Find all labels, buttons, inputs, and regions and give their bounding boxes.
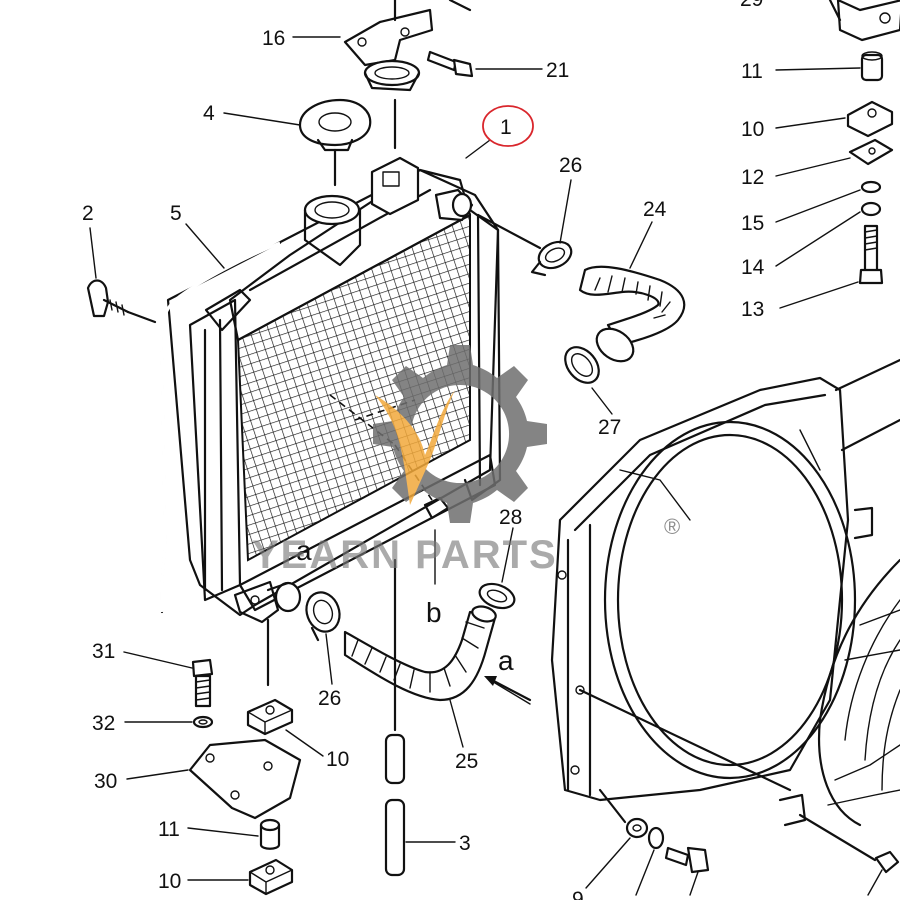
- label-a-upper: a: [296, 535, 312, 566]
- label-a-lower: a: [498, 645, 514, 676]
- highlight-circle: [482, 105, 534, 147]
- hardware-stack-right: [828, 0, 900, 285]
- flame-icon: [375, 390, 455, 505]
- label-12: 12: [741, 166, 764, 189]
- label-26-lower: 26: [318, 687, 341, 710]
- watermark-text: YEARN PARTS: [252, 533, 558, 577]
- label-30: 30: [94, 770, 117, 793]
- label-29: 29: [740, 0, 763, 11]
- label-1: 1: [500, 116, 512, 139]
- clamp-27: [564, 346, 600, 384]
- label-13: 13: [741, 298, 764, 321]
- label-10-lower: 10: [158, 870, 181, 893]
- label-27: 27: [598, 416, 621, 439]
- bolt-21: [426, 50, 474, 78]
- clamp-26-lower: [305, 591, 341, 642]
- fan-shroud: [550, 358, 900, 827]
- collar-11-a: [259, 818, 281, 850]
- hose-25: [343, 605, 497, 702]
- label-9: 9: [572, 888, 584, 900]
- label-25: 25: [455, 750, 478, 773]
- registered-mark: ®: [664, 514, 680, 539]
- label-26-upper: 26: [559, 154, 582, 177]
- top-bracket-16: [343, 0, 472, 150]
- arrow-icon: [484, 676, 532, 702]
- cushion-10-b: [248, 858, 294, 896]
- washer-32: [192, 715, 214, 729]
- hose-24: [578, 265, 686, 363]
- label-5: 5: [170, 202, 182, 225]
- label-15: 15: [741, 212, 764, 235]
- clamp-28: [478, 582, 516, 610]
- clamp-26-upper: [476, 213, 573, 277]
- radiator-cap-4: [298, 98, 372, 187]
- label-31: 31: [92, 640, 115, 663]
- bracket-30: [188, 618, 302, 820]
- hardware-bottom-right: [598, 788, 900, 874]
- label-11-right: 11: [741, 60, 763, 83]
- label-21: 21: [546, 59, 569, 82]
- label-28: 28: [499, 506, 522, 529]
- label-11-lower: 11: [158, 818, 180, 841]
- radiator-assembly: [159, 156, 502, 624]
- watermark-logo: YEARN PARTS ®: [252, 345, 680, 577]
- bolt-31: [191, 658, 214, 708]
- label-14: 14: [741, 256, 765, 279]
- pipe-3: [384, 558, 406, 877]
- drain-cock-2: [86, 279, 157, 324]
- part-labels: 16 21 4 1 26 24 2 5 27 28 a b a 26 25 31…: [82, 0, 765, 900]
- cushion-10-a: [246, 698, 294, 736]
- label-10-right: 10: [741, 118, 764, 141]
- label-3: 3: [459, 832, 471, 855]
- label-16: 16: [262, 27, 285, 50]
- label-24: 24: [643, 198, 667, 221]
- label-32: 32: [92, 712, 115, 735]
- leader-lines: [89, 36, 883, 896]
- label-10-mid: 10: [326, 748, 349, 771]
- label-b: b: [426, 597, 442, 628]
- label-2: 2: [82, 202, 94, 225]
- label-4: 4: [203, 102, 215, 125]
